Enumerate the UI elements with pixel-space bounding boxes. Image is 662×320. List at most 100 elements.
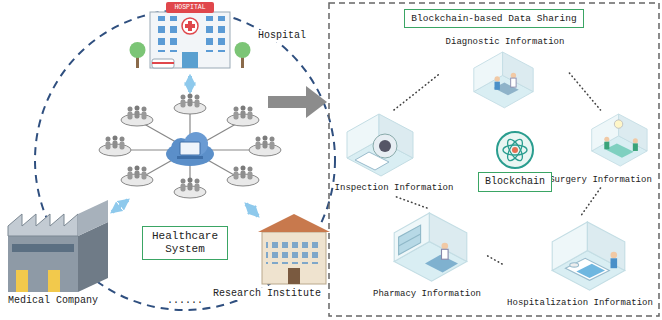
diagnostic-room: [511, 78, 516, 87]
boundary-circle: [35, 10, 335, 310]
factory-building: [8, 200, 108, 292]
info-node: Surgery Information: [546, 112, 655, 186]
info-node: Inspection Information: [332, 112, 457, 194]
hospital-building: [182, 18, 198, 34]
exchange-arrow: [246, 204, 258, 216]
factory-building: [78, 200, 108, 236]
dotted-connector: [394, 73, 441, 110]
panel-frame: [329, 3, 659, 316]
node-text: Inspection Information: [334, 182, 455, 194]
network-hub: [177, 156, 203, 159]
surgery-room: [605, 143, 634, 157]
network-hub: [174, 94, 206, 115]
info-node: Hospitalization Information: [504, 219, 656, 309]
node-text: Surgery Information: [548, 174, 653, 186]
factory-building: [48, 270, 60, 292]
atom-icon: [497, 132, 533, 168]
node-text: Healthcare System: [149, 230, 221, 256]
exchange-arrow: [112, 76, 258, 216]
surgery-room: [592, 114, 647, 166]
building-label: Medical Company: [6, 295, 100, 307]
diagnostic-room: [495, 76, 500, 81]
info-node: Pharmacy Information: [370, 210, 484, 300]
node-text: Blockchain: [485, 176, 545, 188]
scanner-room: [379, 140, 391, 152]
surgery-room: [604, 137, 609, 142]
factory-building: [8, 236, 78, 292]
diagnostic-room: [511, 73, 516, 78]
atom-icon: [505, 137, 526, 163]
info-node: Diagnostic Information: [443, 36, 568, 110]
atom-icon: [512, 147, 518, 153]
pharmacy-room: [442, 243, 449, 250]
node-text: Diagnostic Information: [445, 36, 566, 48]
dotted-connector: [486, 255, 502, 264]
pharmacy-room: [399, 225, 421, 255]
network-hub: [99, 94, 281, 199]
ward-room: [611, 258, 618, 268]
ward-room: [611, 252, 618, 259]
surgery-room: [604, 142, 609, 150]
surgery-room: [633, 138, 638, 143]
hospital-building: [185, 24, 195, 28]
node-text: Blockchain-based Data Sharing: [411, 13, 576, 24]
panel-frame: [329, 3, 659, 316]
surgery-room: [592, 114, 647, 166]
hospital-building: [153, 16, 177, 52]
system-label-box: Healthcare System: [142, 226, 228, 260]
pharmacy-room: [394, 213, 467, 281]
diagnostic-room: [474, 52, 533, 108]
ellipsis-mark: ......: [167, 295, 203, 307]
pharmacy-room: [399, 234, 421, 246]
panel-title-box: Blockchain-based Data Sharing: [404, 9, 583, 28]
network-hub: [99, 136, 131, 157]
node-text: Pharmacy Information: [372, 288, 482, 300]
building-label: Research Institute: [211, 288, 323, 300]
network-hub: [227, 166, 259, 187]
dotted-connector: [569, 73, 600, 110]
dotted-connector: [580, 188, 601, 217]
network-hub: [174, 178, 206, 199]
hospital-building: [130, 2, 251, 68]
factory-building: [12, 244, 74, 252]
pharmacy-room: [394, 213, 467, 281]
node-text: Hospital: [258, 30, 306, 42]
scanner-room: [373, 134, 397, 158]
hospital-building: [182, 52, 198, 68]
scanner-room: [355, 152, 389, 170]
atom-icon: [503, 145, 527, 155]
ward-room: [552, 222, 625, 290]
scanner-room: [347, 114, 413, 176]
factory-building: [8, 214, 78, 236]
network-hub: [249, 136, 281, 157]
pharmacy-room: [442, 249, 449, 259]
hospital-building: [166, 2, 214, 13]
research-building: [266, 238, 322, 264]
hospital-building: [204, 16, 228, 52]
hospital-building: [235, 42, 251, 58]
boundary-circle: [35, 10, 335, 310]
research-building: [258, 214, 330, 284]
network-hub: [180, 142, 200, 155]
atom-icon: [505, 137, 526, 163]
hospital-building: [130, 42, 146, 58]
node-text: Hospitalization Information: [506, 297, 654, 309]
node-text: Research Institute: [213, 288, 321, 300]
network-hub: [227, 106, 259, 127]
ward-room: [565, 258, 609, 280]
ward-room: [552, 222, 625, 290]
hospital-building: [152, 62, 174, 64]
ward-room: [576, 264, 605, 278]
transfer-arrow: [268, 86, 327, 118]
ward-room: [570, 263, 579, 267]
diagnostic-room: [495, 82, 500, 90]
research-building: [262, 232, 326, 284]
hospital-building: [150, 12, 230, 68]
research-building: [288, 268, 300, 284]
research-building: [258, 214, 330, 232]
dotted-connector: [394, 196, 427, 208]
hospital-building: [152, 59, 174, 68]
diagnostic-room: [474, 52, 533, 108]
exchange-arrow: [112, 200, 128, 212]
